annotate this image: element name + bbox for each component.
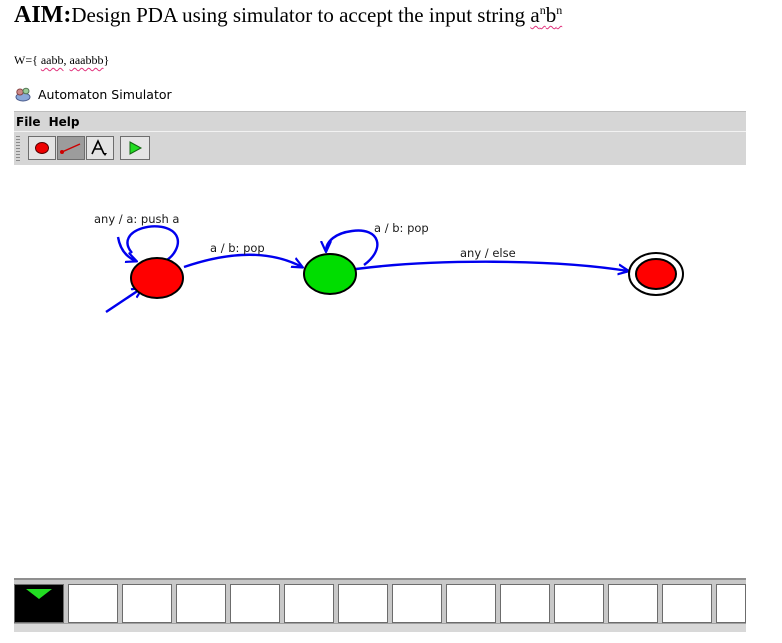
tape-cell[interactable]: [122, 584, 172, 623]
edge-start-loop[interactable]: [126, 225, 179, 263]
tape-cell[interactable]: [284, 584, 334, 623]
menu-file[interactable]: File: [16, 115, 41, 129]
menu-bar: File Help: [14, 111, 746, 132]
app-titlebar: Automaton Simulator: [14, 85, 172, 103]
edge-middle-loop[interactable]: [326, 229, 379, 266]
automaton-canvas[interactable]: any / a: push a a / b: pop a / b: pop an…: [14, 165, 746, 577]
label-middle-to-final[interactable]: any / else: [460, 246, 516, 260]
add-label-button[interactable]: [86, 136, 114, 160]
toolbar-grip[interactable]: [16, 136, 20, 161]
start-state[interactable]: [130, 257, 184, 299]
wset-string-2: aaabbb: [69, 53, 104, 67]
add-transition-button[interactable]: [57, 136, 85, 160]
aim-heading: AIM:Design PDA using simulator to accept…: [14, 2, 562, 29]
tape-cell[interactable]: [716, 584, 746, 623]
tape-head-cell[interactable]: [14, 584, 64, 623]
app-icon: [15, 87, 31, 102]
app-title: Automaton Simulator: [38, 86, 172, 102]
aim-text: Design PDA using simulator to accept the…: [71, 3, 526, 27]
add-state-button[interactable]: [28, 136, 56, 160]
expr-b: b: [545, 3, 557, 27]
aim-label: AIM:: [14, 2, 72, 28]
middle-state[interactable]: [303, 253, 357, 295]
wset-sep: ,: [63, 53, 67, 67]
menu-help[interactable]: Help: [48, 115, 80, 129]
expr-exp-1: n: [539, 3, 546, 17]
tape-cell[interactable]: [608, 584, 658, 623]
edge-start-loop-head: [116, 236, 136, 261]
run-button[interactable]: [120, 136, 150, 160]
tape-scrollbar[interactable]: [14, 623, 746, 632]
wset-close: }: [103, 53, 110, 67]
run-icon: [129, 141, 143, 155]
tape-head-icon: [26, 589, 52, 599]
toolbar: [14, 131, 746, 166]
tape-cell[interactable]: [176, 584, 226, 623]
tape-cell[interactable]: [338, 584, 388, 623]
tape-cell[interactable]: [500, 584, 550, 623]
wset-string-1: aabb: [40, 53, 64, 67]
edge-middle-to-final[interactable]: [355, 260, 628, 271]
label-tool-icon: [91, 139, 107, 156]
label-middle-loop[interactable]: a / b: pop: [374, 221, 429, 235]
input-tape: [14, 578, 746, 625]
tape-cell[interactable]: [230, 584, 280, 623]
tape-cell[interactable]: [446, 584, 496, 623]
tape-cell[interactable]: [554, 584, 604, 623]
expr-a: a: [530, 3, 540, 27]
label-start-to-middle[interactable]: a / b: pop: [210, 241, 265, 255]
edge-start-to-middle[interactable]: [183, 253, 302, 267]
anbn-expression: anbn: [530, 3, 562, 27]
tape-cell[interactable]: [68, 584, 118, 623]
wset-open: W={: [14, 53, 38, 67]
tape-cell[interactable]: [392, 584, 442, 623]
final-state[interactable]: [635, 258, 677, 290]
word-set: W={ aabb, aaabbb}: [14, 53, 109, 68]
initial-arrow: [105, 288, 142, 313]
transition-tool-icon: [60, 143, 81, 154]
label-start-loop[interactable]: any / a: push a: [94, 212, 179, 226]
tape-cell[interactable]: [662, 584, 712, 623]
expr-exp-2: n: [556, 3, 563, 17]
automaton-diagram: any / a: push a a / b: pop a / b: pop an…: [94, 212, 684, 313]
state-tool-icon: [35, 142, 49, 154]
